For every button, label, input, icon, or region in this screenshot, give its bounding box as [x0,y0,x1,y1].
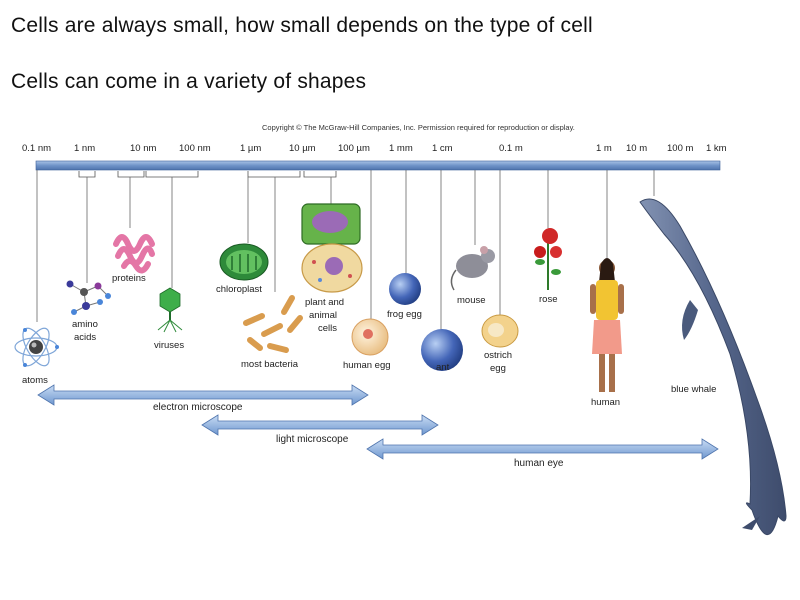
range-arrows: electron microscope light microscope hum… [37,384,719,469]
rose-label: rose [539,294,557,305]
tick-label: 100 µm [338,143,370,154]
tick-label: 100 m [667,143,693,154]
tick-label: 100 nm [179,143,211,154]
tick-label: 1 m [596,143,612,154]
tick-label: 10 m [626,143,647,154]
ant-illustration [421,329,463,371]
tick-label: 10 µm [289,143,316,154]
range-brackets [78,171,337,178]
plant-cells-label-line2: animal [309,310,337,321]
tick-label: 0.1 nm [22,143,51,154]
amino-acids-label-line1: amino [72,319,98,330]
electron-microscope-arrow [37,384,369,406]
atom-illustration [14,327,59,367]
protein-illustration [113,234,155,274]
blue-whale-illustration [639,198,787,536]
blue-whale-label: blue whale [671,384,716,395]
specimen-labels: atoms amino acids proteins viruses chlor… [22,273,716,408]
tick-label: 0.1 m [499,143,523,154]
amino-acids-label-line2: acids [74,332,96,343]
scale-tick-labels: 0.1 nm 1 nm 10 nm 100 nm 1 µm 10 µm 100 … [22,143,727,154]
frog-egg-illustration [389,273,421,305]
slide-text-line-1: Cells are always small, how small depend… [11,14,593,37]
copyright-notice: Copyright © The McGraw-Hill Companies, I… [262,123,575,132]
viruses-label: viruses [154,340,184,351]
ant-label: ant [436,362,450,373]
tick-label: 1 µm [240,143,261,154]
light-microscope-arrow [201,414,439,436]
human-egg-label: human egg [343,360,391,371]
tick-label: 1 mm [389,143,413,154]
plant-animal-cells-illustration [301,203,363,293]
mouse-label: mouse [457,295,486,306]
tick-label: 10 nm [130,143,156,154]
mouse-illustration [450,246,495,291]
ostrich-egg-label-line2: egg [490,363,506,374]
rose-illustration [534,228,562,290]
plant-cells-label-line3: cells [318,323,337,334]
frog-egg-label: frog egg [387,309,422,320]
ostrich-egg-label-line1: ostrich [484,350,512,361]
tick-label: 1 nm [74,143,95,154]
tick-label: 1 cm [432,143,453,154]
atoms-label: atoms [22,375,48,386]
human-egg-illustration [351,318,389,356]
plant-cells-label-line1: plant and [305,297,344,308]
leader-lines [36,170,655,330]
light-microscope-label: light microscope [276,434,349,445]
tick-label: 1 km [706,143,727,154]
human-eye-label: human eye [514,458,564,469]
electron-microscope-label: electron microscope [153,402,243,413]
slide-text-line-2: Cells can come in a variety of shapes [11,70,367,93]
ostrich-egg-illustration [481,314,519,348]
amino-acids-illustration [66,280,111,315]
scale-bar [35,160,721,171]
human-illustration [590,258,624,392]
chloroplast-illustration [219,243,269,281]
most-bacteria-label: most bacteria [241,359,299,370]
bacteria-illustration [243,295,303,353]
proteins-label: proteins [112,273,146,284]
human-label: human [591,397,620,408]
virus-illustration [157,287,183,333]
chloroplast-label: chloroplast [216,284,262,295]
human-eye-arrow [366,438,719,460]
